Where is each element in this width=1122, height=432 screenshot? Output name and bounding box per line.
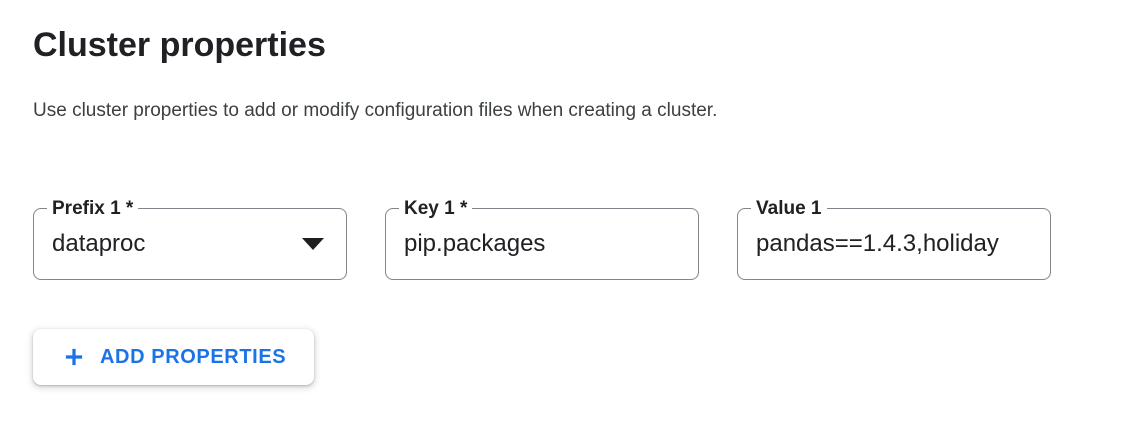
key-label: Key 1 * bbox=[399, 197, 473, 220]
arrow-drop-down-icon[interactable] bbox=[302, 238, 324, 250]
prefix-label: Prefix 1 * bbox=[47, 197, 139, 220]
property-row: Prefix 1 * dataproc Key 1 * pip.packages… bbox=[33, 197, 1089, 280]
page-title: Cluster properties bbox=[33, 26, 326, 64]
add-properties-button[interactable]: ADD PROPERTIES bbox=[33, 329, 315, 385]
plus-icon bbox=[61, 344, 87, 370]
prefix-value: dataproc bbox=[52, 230, 146, 257]
key-input[interactable]: Key 1 * pip.packages bbox=[385, 197, 699, 280]
key-value: pip.packages bbox=[404, 230, 546, 257]
prefix-select[interactable]: Prefix 1 * dataproc bbox=[33, 197, 347, 280]
value-label: Value 1 bbox=[751, 197, 827, 220]
add-properties-label: ADD PROPERTIES bbox=[100, 345, 287, 368]
page-description: Use cluster properties to add or modify … bbox=[33, 100, 718, 121]
value-value: pandas==1.4.3,holiday bbox=[756, 230, 999, 257]
value-input[interactable]: Value 1 pandas==1.4.3,holiday bbox=[737, 197, 1051, 280]
